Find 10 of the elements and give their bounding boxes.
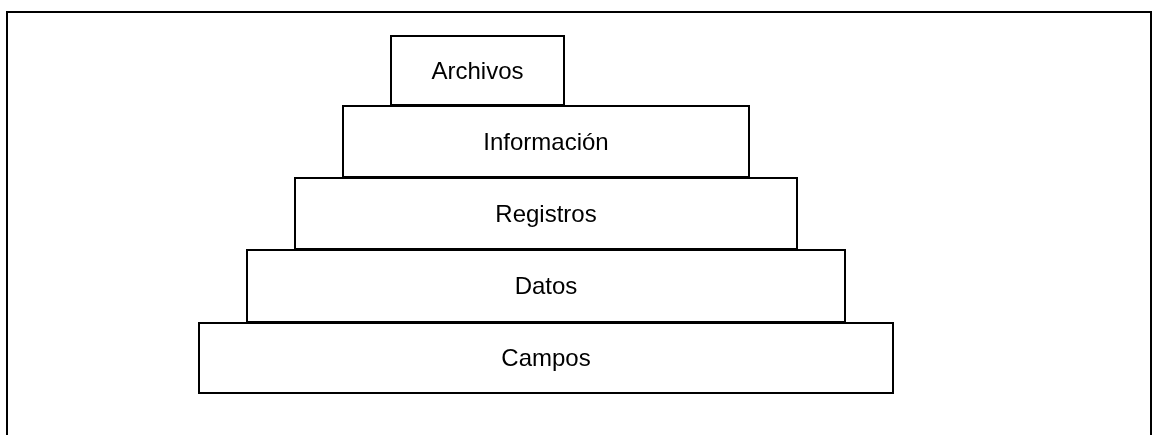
pyramid-level-box bbox=[294, 177, 798, 250]
level-label: Información bbox=[483, 126, 609, 157]
level-label: Campos bbox=[501, 343, 591, 373]
pyramid-level-box bbox=[342, 105, 750, 178]
level-label: Archivos bbox=[431, 55, 524, 86]
pyramid-level-box bbox=[198, 322, 894, 394]
pyramid-level-box bbox=[390, 35, 565, 106]
pyramid-level-box bbox=[246, 249, 846, 323]
level-label: Datos bbox=[514, 271, 578, 301]
level-label: Registros bbox=[495, 198, 597, 229]
